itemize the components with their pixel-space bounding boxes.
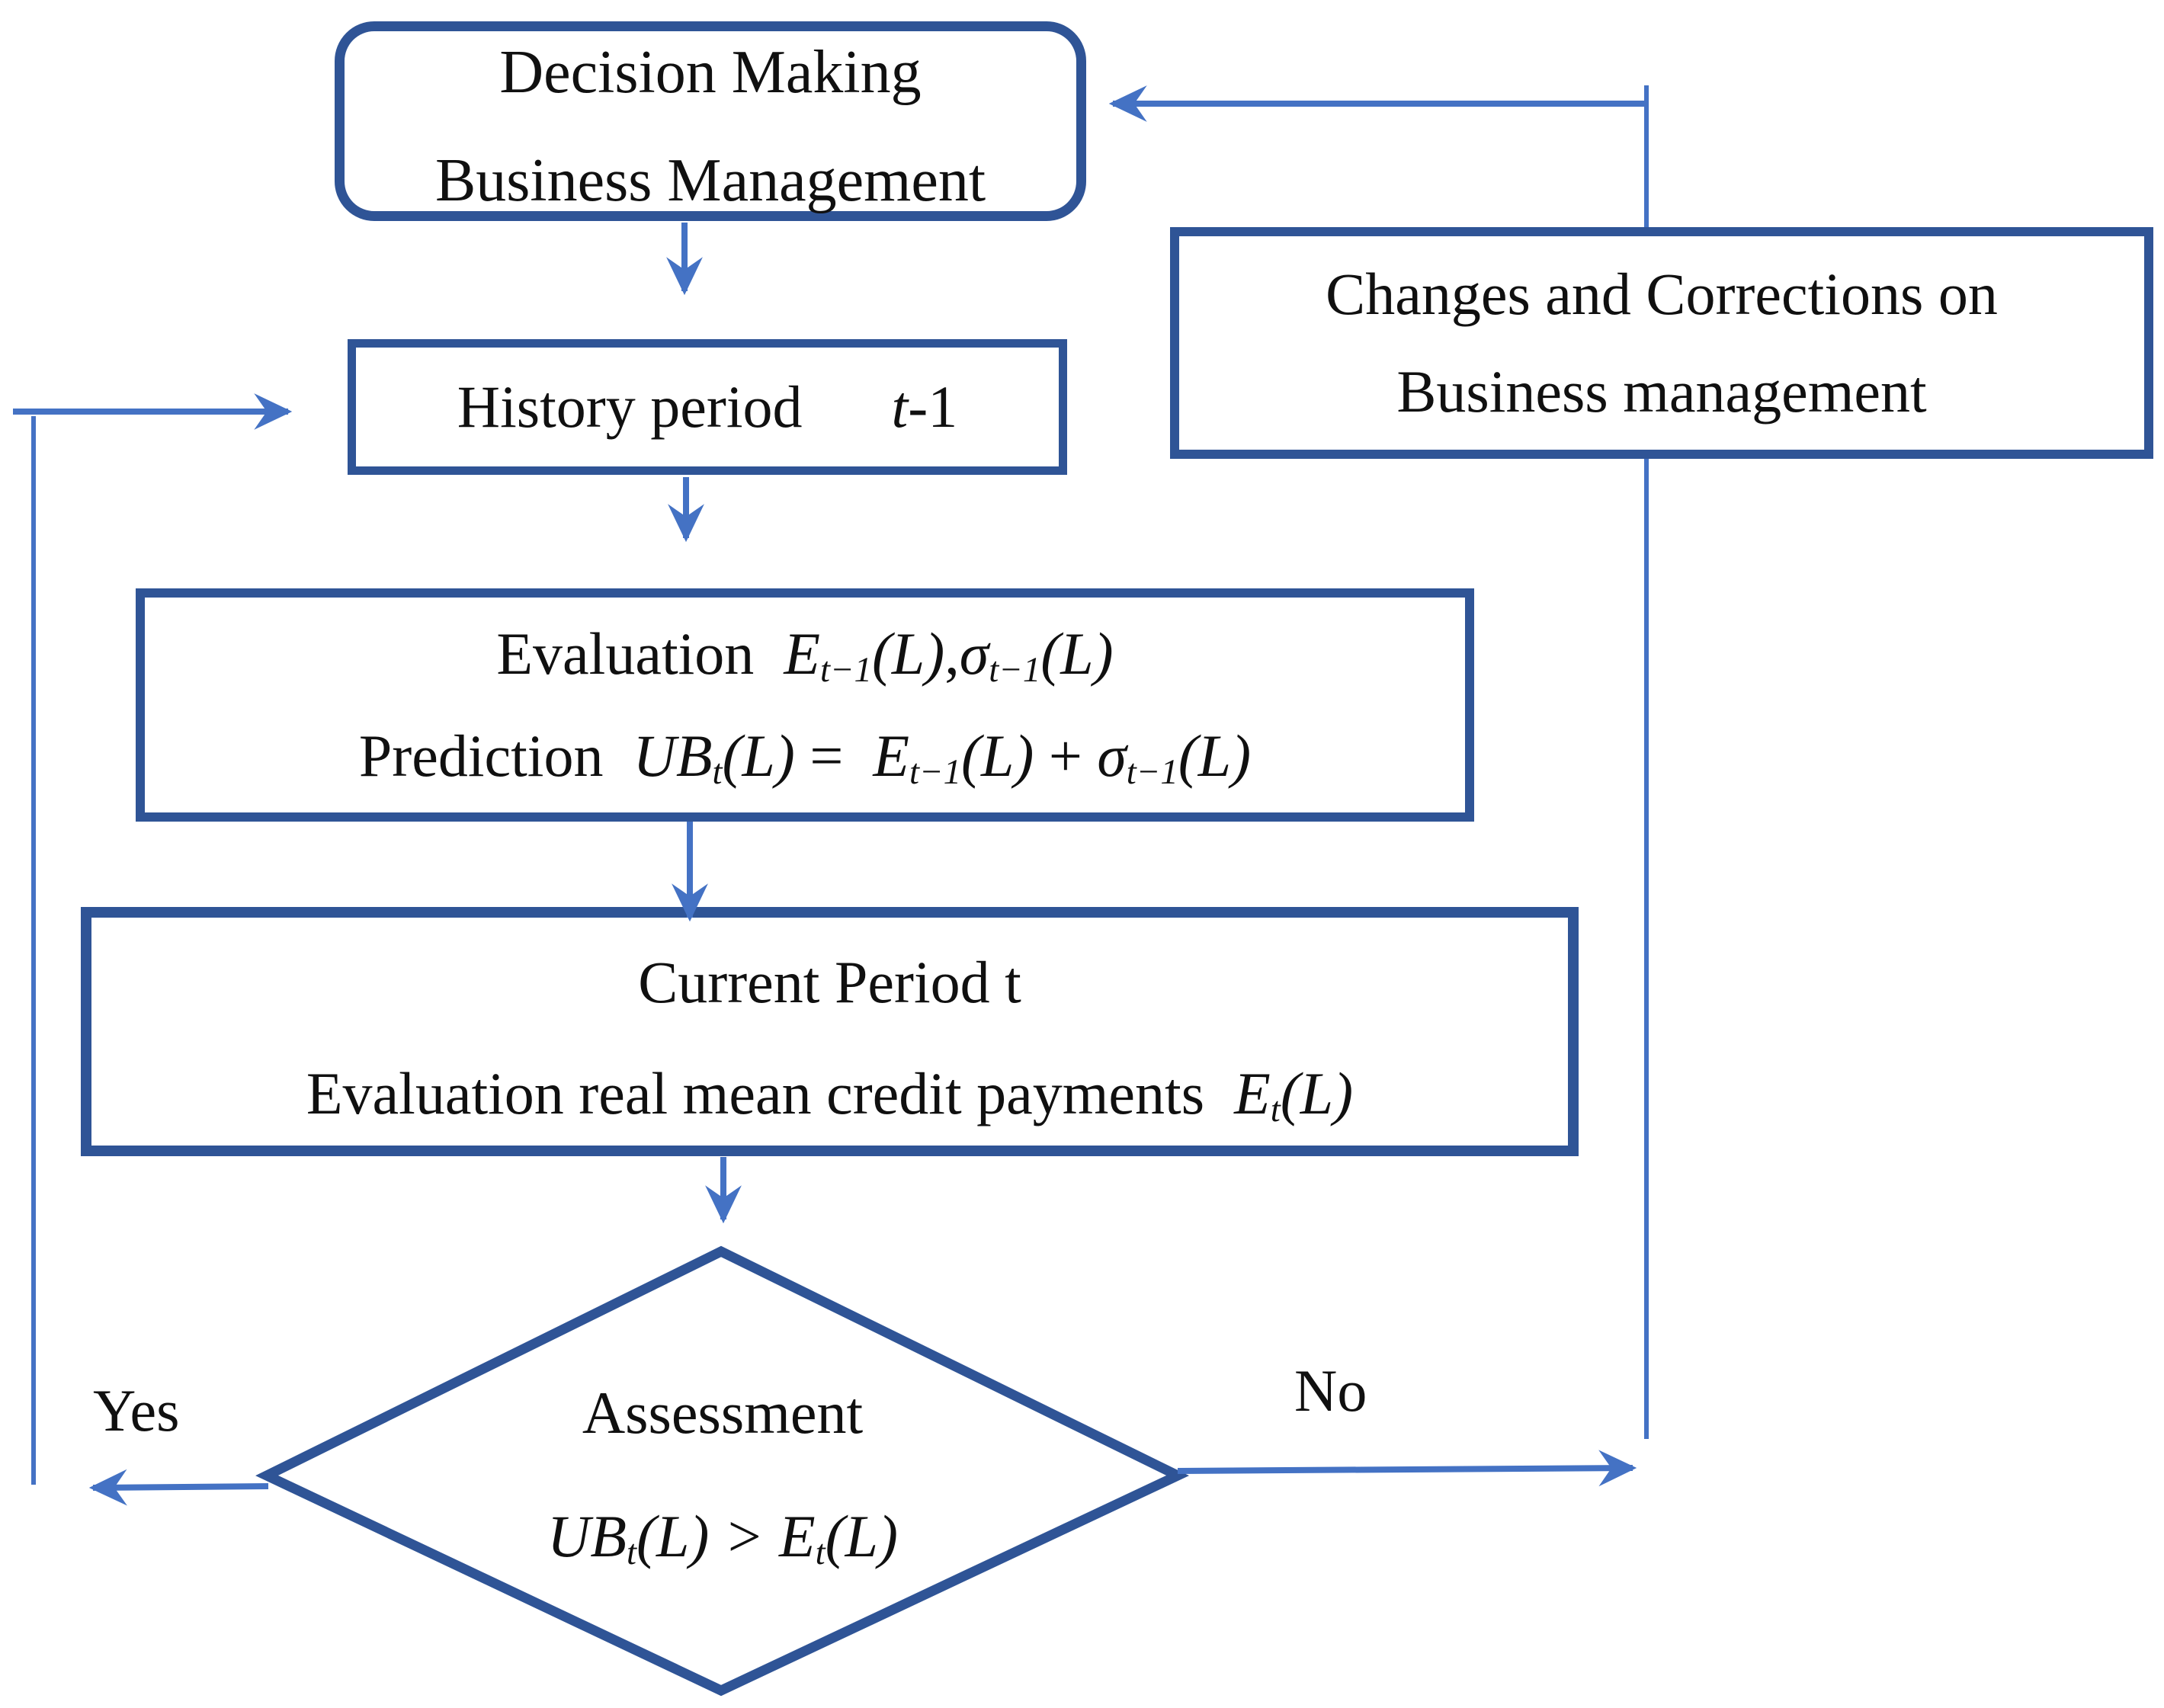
node-assessment: Assessment UBt(L) > Et(L) <box>305 1296 1140 1654</box>
node-text-line: Changes and Corrections on <box>1326 261 1998 328</box>
assessment-diamond-shape <box>255 1245 1190 1697</box>
node-decision-making: Decision Making Business Management <box>335 21 1086 221</box>
arrow-assessment-no <box>1177 1450 1637 1487</box>
node-text-line: Evaluation real mean credit payments Et(… <box>306 1059 1354 1130</box>
node-text-line: Evaluation Et−1(L),σt−1(L) <box>496 620 1114 691</box>
node-text-line: Business Management <box>434 147 986 214</box>
node-current-period: Current Period t Evaluation real mean cr… <box>81 907 1579 1156</box>
node-changes-corrections: Changes and Corrections on Business mana… <box>1170 227 2153 459</box>
node-history-period: History period t-1 <box>348 339 1067 475</box>
label-no: No <box>1294 1357 1367 1424</box>
node-text-line: Decision Making <box>499 39 922 106</box>
node-text-line: Prediction UBt(L) = Et−1(L) + σt−1(L) <box>358 723 1252 793</box>
arrow-assessment-yes <box>88 1469 269 1506</box>
node-text-line: UBt(L) > Et(L) <box>547 1503 898 1573</box>
node-text-line: History period t-1 <box>457 373 958 441</box>
node-text-line: Assessment <box>582 1380 864 1447</box>
node-text-line: Business management <box>1396 358 1927 425</box>
node-evaluation-prediction: Evaluation Et−1(L),σt−1(L) Prediction UB… <box>136 588 1474 822</box>
node-text-line: Current Period t <box>638 948 1021 1015</box>
label-yes: Yes <box>93 1377 180 1444</box>
